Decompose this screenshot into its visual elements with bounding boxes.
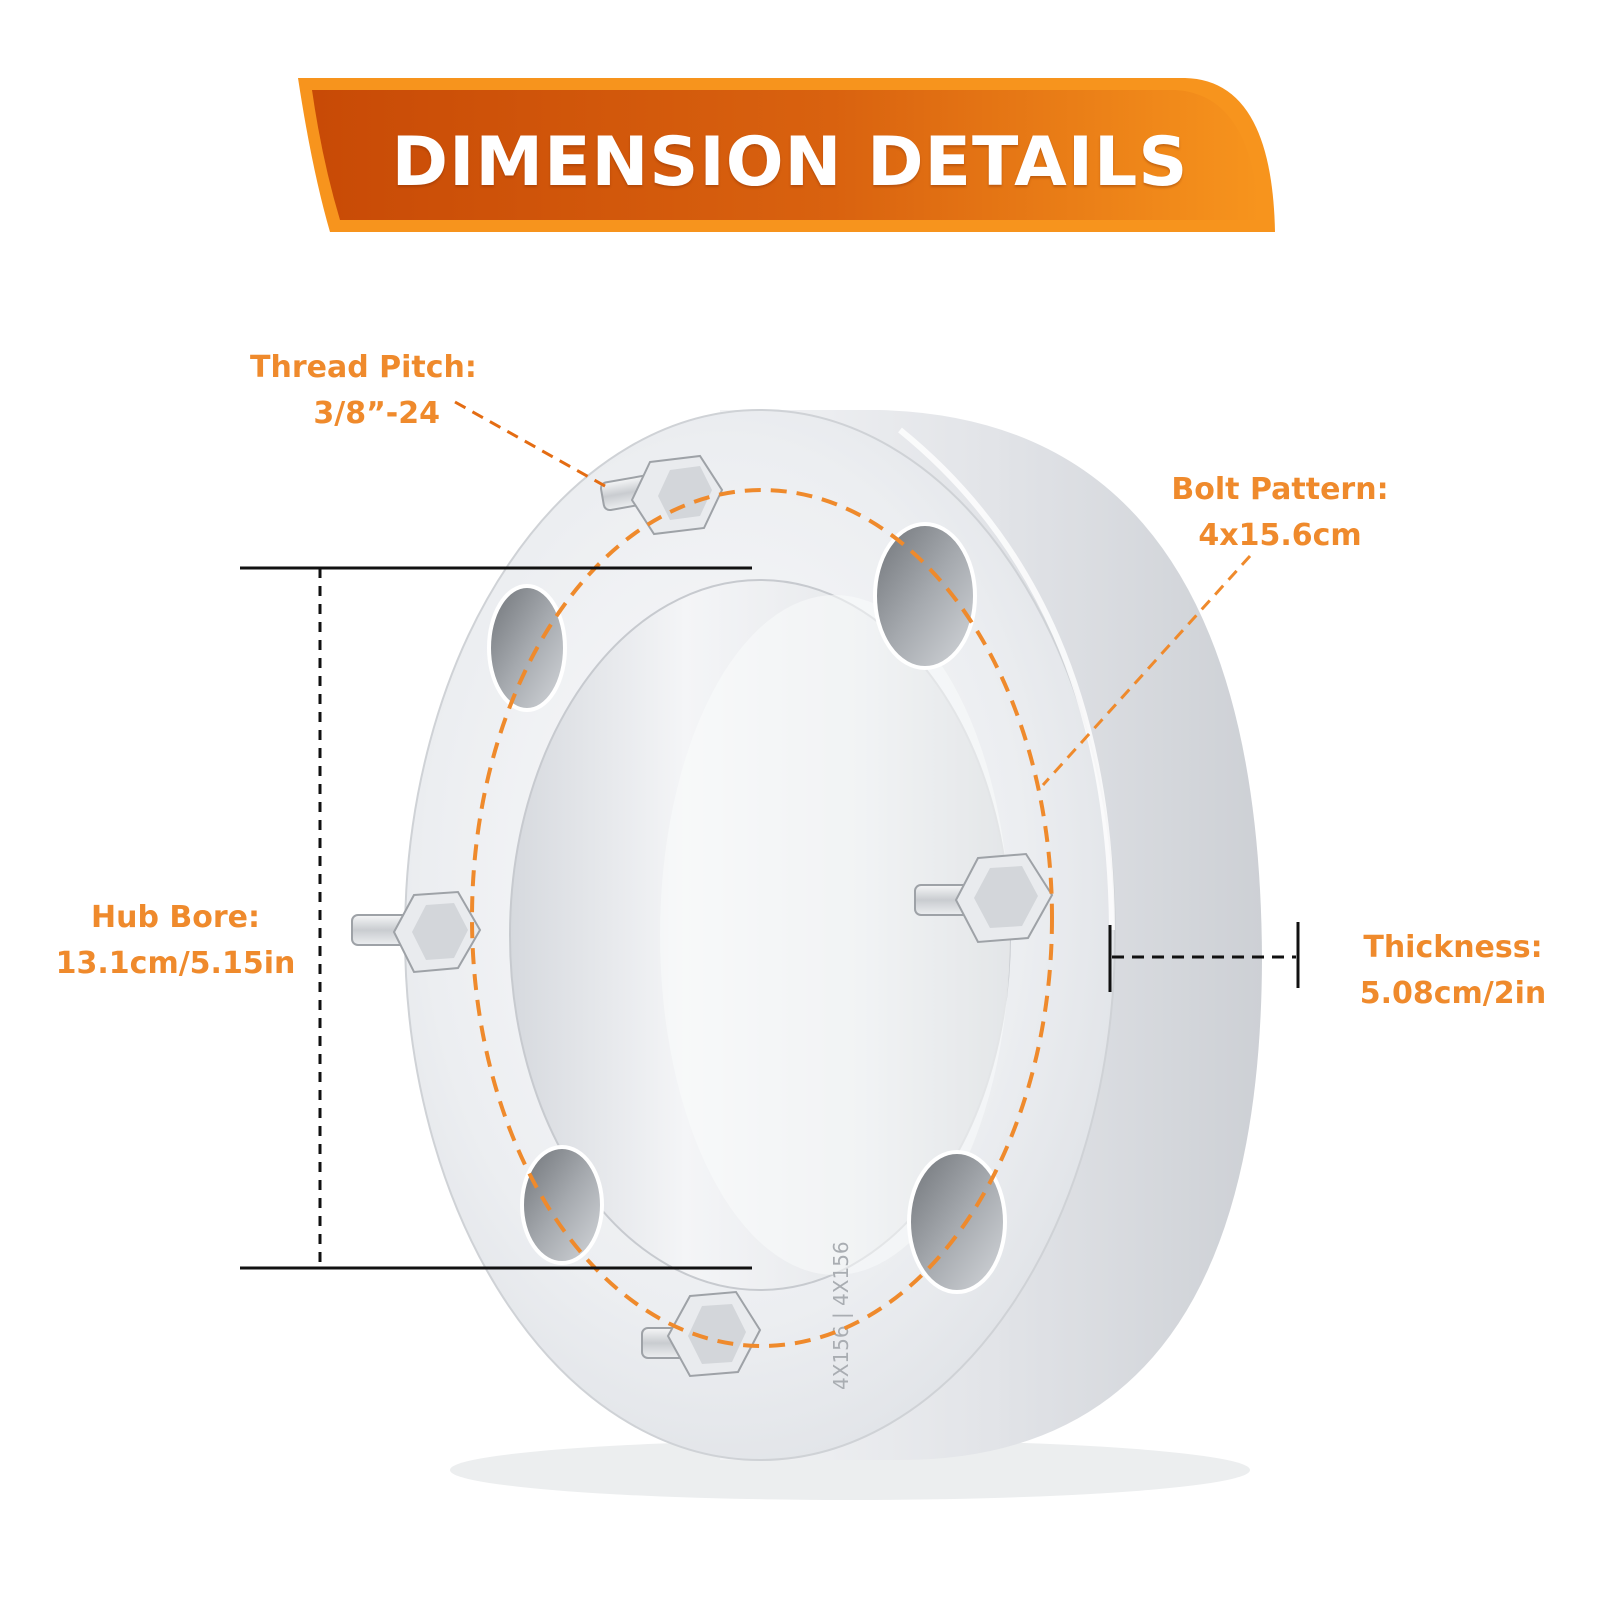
bolt-pattern-label: Bolt Pattern: 4x15.6cm bbox=[1160, 467, 1400, 559]
hub-bore-name: Hub Bore: bbox=[91, 900, 260, 935]
stud-bolt bbox=[599, 454, 724, 536]
thickness-label: Thickness: 5.08cm/2in bbox=[1333, 925, 1573, 1017]
thread-pitch-value: 3/8”-24 bbox=[313, 396, 440, 431]
hub-bore-label: Hub Bore: 13.1cm/5.15in bbox=[38, 895, 313, 987]
thickness-value: 5.08cm/2in bbox=[1359, 976, 1547, 1011]
bolt-hole bbox=[907, 1150, 1007, 1294]
thread-pitch-leader bbox=[454, 400, 613, 492]
thread-pitch-name: Thread Pitch: bbox=[250, 350, 477, 385]
bolt-hole bbox=[873, 522, 977, 670]
thread-pitch-label: Thread Pitch: 3/8”-24 bbox=[250, 345, 490, 437]
stud-bolt bbox=[914, 852, 1054, 944]
thickness-name: Thickness: bbox=[1363, 930, 1543, 965]
hub-bore-dimension bbox=[240, 566, 752, 1270]
banner-title: DIMENSION DETAILS bbox=[391, 122, 1189, 202]
bolt-hole bbox=[487, 584, 567, 712]
hub-bore-value: 13.1cm/5.15in bbox=[55, 946, 296, 981]
bolt-hole bbox=[520, 1145, 604, 1265]
engraving-text: 4X156 | 4X156 bbox=[829, 1241, 853, 1390]
thickness-dimension bbox=[1108, 922, 1300, 992]
bolt-pattern-leader bbox=[1041, 554, 1252, 787]
title-banner bbox=[298, 78, 1275, 232]
bolt-pattern-circle bbox=[470, 488, 1054, 1348]
stud-bolt bbox=[641, 1290, 762, 1378]
stud-bolt bbox=[351, 890, 482, 974]
bolt-pattern-name: Bolt Pattern: bbox=[1171, 472, 1389, 507]
bolt-pattern-value: 4x15.6cm bbox=[1198, 518, 1362, 553]
